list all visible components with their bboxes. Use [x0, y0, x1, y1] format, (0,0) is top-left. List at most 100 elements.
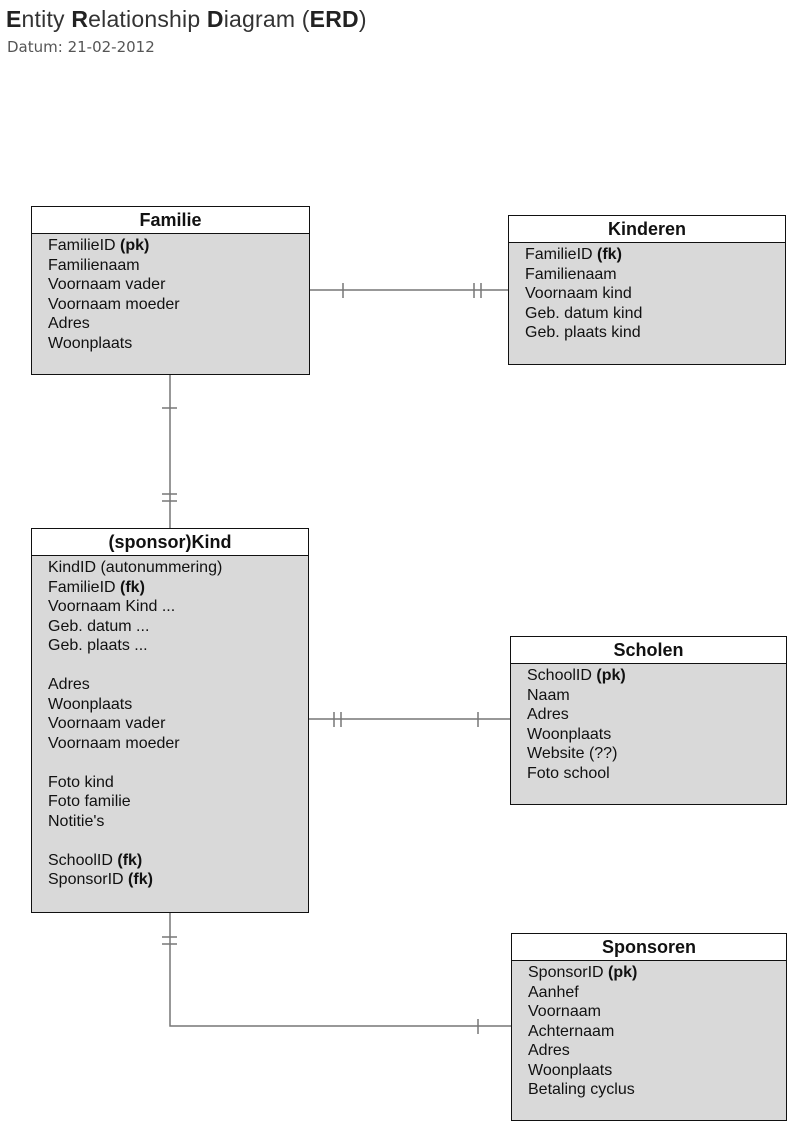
attribute-row: Foto kind	[48, 773, 308, 793]
entity-title: Sponsoren	[512, 934, 786, 961]
attribute-label: Woonplaats	[528, 1061, 613, 1079]
attribute-row: SchoolID (fk)	[48, 851, 308, 871]
attribute-label: FamilieID	[48, 237, 116, 254]
diagram-date: Datum: 21-02-2012	[7, 38, 155, 56]
attribute-label: Geb. datum kind	[525, 304, 643, 322]
attribute-label: Foto kind	[48, 773, 114, 791]
attribute-label: SponsorID	[48, 871, 124, 888]
entity-title: (sponsor)Kind	[32, 529, 308, 556]
attribute-label: Geb. plaats ...	[48, 637, 148, 654]
attribute-row: Familienaam	[525, 265, 785, 285]
attribute-row: FamilieID (fk)	[48, 578, 308, 598]
attribute-label: Familienaam	[48, 256, 140, 274]
attribute-label: Voornaam vader	[48, 715, 166, 732]
attribute-row: Adres	[48, 675, 308, 695]
attribute-row: Geb. datum ...	[48, 617, 308, 637]
attribute-key-marker: (fk)	[120, 578, 145, 596]
entity-title: Familie	[32, 207, 309, 234]
attribute-row: Geb. plaats kind	[525, 323, 785, 343]
attribute-row	[48, 831, 308, 851]
attribute-label: Geb. plaats kind	[525, 324, 641, 341]
title-part: iagram (	[223, 6, 310, 32]
title-part: E	[6, 6, 22, 32]
attribute-row: Achternaam	[528, 1022, 786, 1042]
attribute-row: Adres	[528, 1041, 786, 1061]
attribute-row: KindID (autonummering)	[48, 558, 308, 578]
attribute-row: Aanhef	[528, 983, 786, 1003]
attribute-label: Woonplaats	[48, 334, 133, 352]
attribute-row: SponsorID (fk)	[48, 870, 308, 890]
attribute-row: Voornaam moeder	[48, 295, 309, 315]
attribute-label: Familienaam	[525, 265, 617, 283]
attribute-label: Woonplaats	[48, 695, 133, 713]
attribute-row: Voornaam kind	[525, 284, 785, 304]
attribute-row	[48, 753, 308, 773]
attribute-row: Voornaam Kind ...	[48, 597, 308, 617]
attribute-row: Woonplaats	[48, 695, 308, 715]
attribute-label: Betaling cyclus	[528, 1081, 635, 1098]
attribute-row: Voornaam	[528, 1002, 786, 1022]
attribute-row: FamilieID (fk)	[525, 245, 785, 265]
title-part: R	[71, 6, 89, 32]
relationship-familie-kinderen	[309, 283, 508, 298]
attribute-row: Notitie's	[48, 812, 308, 832]
diagram-title: Entity Relationship Diagram (ERD)	[6, 6, 367, 33]
attribute-row: Foto familie	[48, 792, 308, 812]
title-part: )	[358, 6, 367, 32]
attribute-label: Adres	[48, 315, 90, 332]
attribute-label: FamilieID	[525, 246, 593, 263]
attribute-row: Voornaam vader	[48, 714, 308, 734]
attribute-label: Naam	[527, 686, 570, 704]
attribute-label: Aanhef	[528, 983, 579, 1001]
entity-title: Scholen	[511, 637, 786, 664]
attribute-row: Woonplaats	[528, 1061, 786, 1081]
attribute-label: Voornaam moeder	[48, 734, 180, 752]
entity-title: Kinderen	[509, 216, 785, 243]
attribute-label: Woonplaats	[527, 725, 612, 743]
attribute-label: Voornaam moeder	[48, 295, 180, 313]
attribute-row: Voornaam vader	[48, 275, 309, 295]
attribute-row: Adres	[527, 705, 786, 725]
attribute-label: Notitie's	[48, 812, 105, 830]
attribute-label: Voornaam	[528, 1003, 601, 1020]
title-part: ERD	[309, 6, 359, 32]
attribute-key-marker: (pk)	[596, 667, 626, 684]
attribute-row: Geb. plaats ...	[48, 636, 308, 656]
attribute-label: Voornaam kind	[525, 285, 632, 302]
attribute-row: Betaling cyclus	[528, 1080, 786, 1100]
attribute-label: Achternaam	[528, 1022, 615, 1040]
title-part: D	[206, 6, 224, 32]
attribute-key-marker: (fk)	[597, 246, 622, 263]
attribute-row: Familienaam	[48, 256, 309, 276]
attribute-row: SponsorID (pk)	[528, 963, 786, 983]
attribute-row: FamilieID (pk)	[48, 236, 309, 256]
title-part: ntity	[21, 6, 72, 32]
attribute-label: SponsorID	[528, 964, 604, 981]
attribute-label: Adres	[527, 706, 569, 723]
relationship-familie-sponsorkind	[162, 374, 177, 528]
attribute-key-marker: (pk)	[608, 964, 638, 981]
attribute-label: Adres	[48, 676, 90, 693]
attribute-label: SchoolID	[48, 851, 113, 869]
attribute-label: Geb. datum ...	[48, 617, 150, 635]
attribute-label: Foto school	[527, 764, 610, 782]
title-part: elationship	[88, 6, 207, 32]
relationship-sponsorkind-scholen	[309, 712, 510, 727]
attribute-label: Voornaam vader	[48, 276, 166, 293]
attribute-key-marker: (fk)	[128, 871, 153, 888]
attribute-label: KindID (autonummering)	[48, 559, 223, 576]
attribute-row: Voornaam moeder	[48, 734, 308, 754]
attribute-row: SchoolID (pk)	[527, 666, 786, 686]
attribute-row: Woonplaats	[48, 334, 309, 354]
attribute-label: FamilieID	[48, 578, 116, 596]
attribute-label: Website (??)	[527, 745, 618, 762]
